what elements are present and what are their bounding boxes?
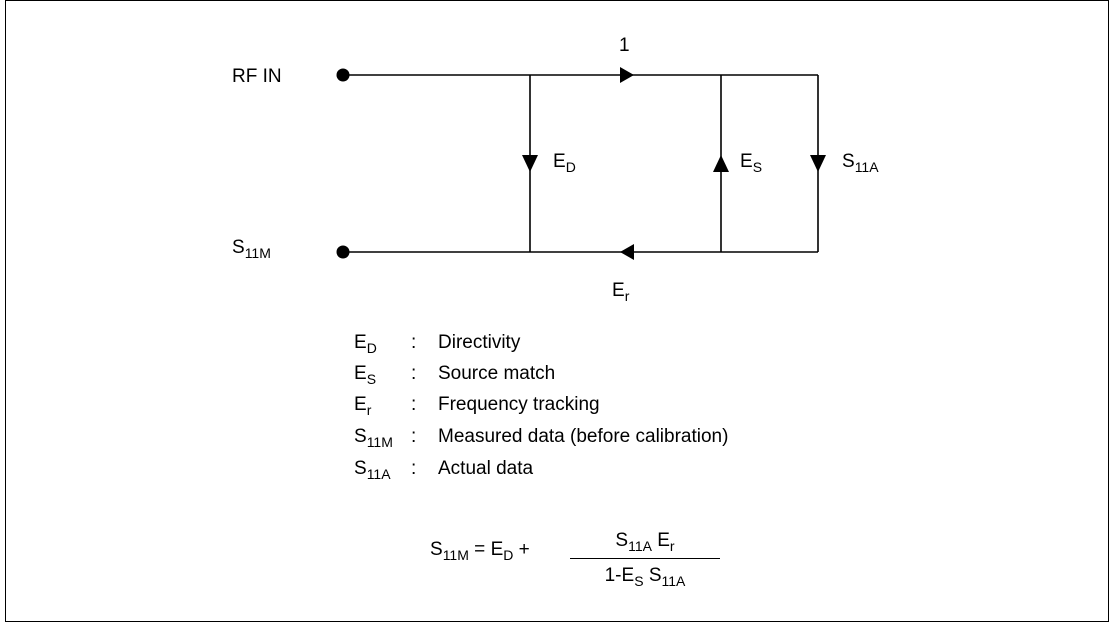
er-base: E [612, 280, 625, 301]
forward-arrow [620, 67, 634, 83]
legend-symbol-s11a: S11A [354, 458, 391, 481]
s11a-branch-label: S11A [842, 151, 879, 174]
forward-text: 1 [619, 35, 630, 56]
eq-t1-sub: D [503, 547, 514, 563]
figure-border [5, 0, 1109, 622]
s11a-arrow-down [810, 155, 826, 172]
s11m-port [336, 245, 350, 259]
eq-equals: = [474, 539, 486, 560]
legend-colon-es: : [411, 363, 417, 384]
num-a-sub: 11A [628, 538, 652, 554]
legend-colon-ed: : [411, 332, 417, 353]
s11a-sub: 11A [854, 159, 879, 175]
ed-base: E [553, 151, 566, 172]
eq-plus: + [518, 539, 530, 560]
legend-ed-sub: D [366, 340, 377, 356]
legend-s11m-base: S [354, 426, 367, 447]
legend-colon-er: : [411, 394, 417, 415]
legend-er-sub: r [366, 402, 372, 418]
legend-s11a-sub: 11A [366, 466, 391, 482]
tracking-arrow-left [620, 244, 634, 260]
fraction-numerator: S11A Er [570, 530, 720, 559]
rf-in-port [336, 68, 350, 82]
legend-symbol-s11m: S11M [354, 426, 393, 449]
den-b-base: S [648, 565, 662, 586]
num-b-sub: r [669, 538, 675, 554]
num-a-base: S [615, 530, 629, 551]
legend-s11a-base: S [354, 458, 367, 479]
ed-arrow-down [522, 155, 538, 172]
rf-in-label: RF IN [232, 67, 282, 86]
es-sub: S [752, 159, 763, 175]
legend-colon-s11m: : [411, 426, 417, 447]
equation-lhs: S11M = ED + [430, 539, 530, 562]
forward-branch-label: 1 [619, 36, 630, 55]
legend-desc-ed: Directivity [438, 332, 521, 353]
legend-symbol-es: ES [354, 363, 376, 386]
rf-in-text: RF IN [232, 66, 282, 87]
legend-colon-s11a: : [411, 458, 417, 479]
den-a-base: E [621, 565, 635, 586]
er-branch-label: Er [612, 280, 629, 303]
legend-desc-er: Frequency tracking [438, 394, 600, 415]
legend-desc-s11m: Measured data (before calibration) [438, 426, 729, 447]
legend-desc-es: Source match [438, 363, 556, 384]
s11m-port-label: S11M [232, 237, 271, 260]
legend-symbol-er: Er [354, 394, 371, 417]
equation-fraction: S11A Er 1-ES S11A [570, 530, 720, 589]
fraction-denominator: 1-ES S11A [570, 559, 720, 589]
er-sub: r [624, 288, 630, 304]
legend-es-sub: S [366, 371, 377, 387]
eq-t1-base: E [490, 539, 504, 560]
legend-s11m-sub: 11M [366, 434, 393, 450]
den-pre: 1- [604, 565, 622, 586]
s11a-base: S [842, 151, 855, 172]
num-b-base: E [657, 530, 670, 551]
eq-lhs-base: S [430, 539, 443, 560]
legend-ed-base: E [354, 332, 367, 353]
ed-branch-label: ED [553, 151, 576, 174]
es-base: E [740, 151, 753, 172]
s11m-port-sub: 11M [244, 245, 271, 261]
legend-symbol-ed: ED [354, 332, 377, 355]
s11m-port-base: S [232, 237, 245, 258]
legend-er-base: E [354, 394, 367, 415]
ed-sub: D [565, 159, 576, 175]
den-b-sub: 11A [661, 573, 686, 589]
eq-lhs-sub: 11M [442, 547, 469, 563]
legend-es-base: E [354, 363, 367, 384]
es-branch-label: ES [740, 151, 762, 174]
es-arrow-up [713, 155, 729, 172]
den-a-sub: S [634, 573, 644, 589]
legend-desc-s11a: Actual data [438, 458, 534, 479]
